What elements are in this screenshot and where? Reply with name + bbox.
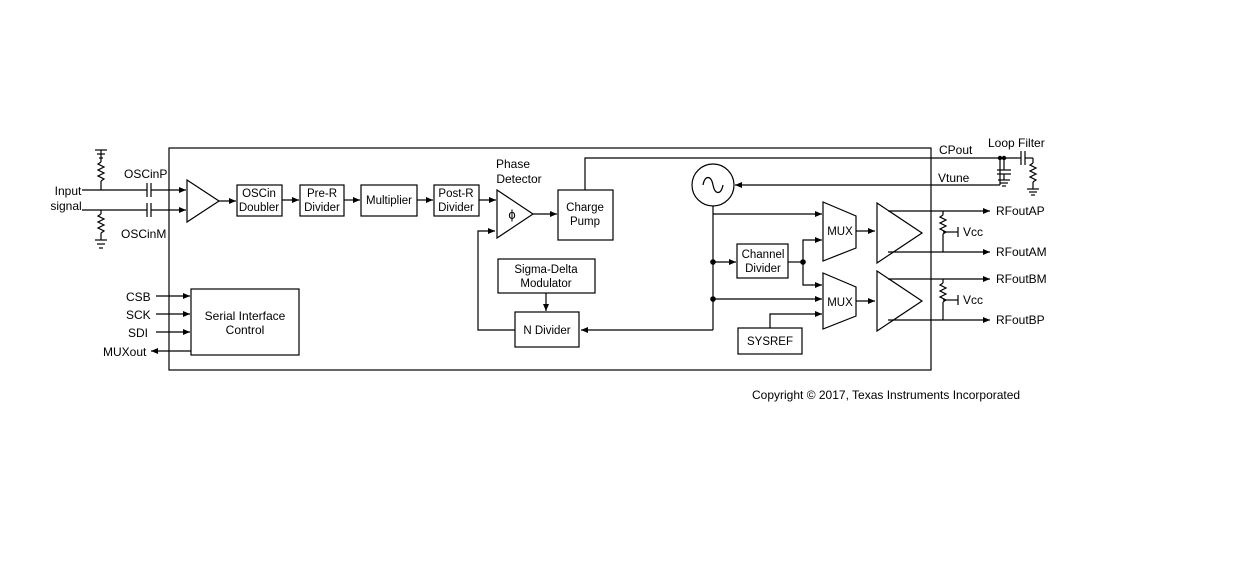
n-divider-label: N Divider (523, 325, 570, 337)
output-buffer-a (876, 201, 924, 265)
sdi-label: SDI (128, 326, 148, 340)
input-buffer-amplifier (186, 178, 221, 224)
loop-filter-label: Loop Filter (988, 136, 1045, 150)
rfoutap-label: RFoutAP (996, 204, 1045, 218)
cpout-label: CPout (939, 143, 973, 157)
n-divider-block (514, 311, 580, 348)
sigma-delta-label-2: Modulator (520, 278, 571, 290)
serial-interface-block (190, 288, 300, 356)
mux-bottom-label: MUX (827, 297, 853, 309)
serial-interface-label-1: Serial Interface (205, 309, 286, 323)
oscin-doubler-label-1: OSCin (242, 188, 276, 200)
oscinm-label: OSCinM (121, 227, 166, 241)
sigma-delta-label-1: Sigma-Delta (514, 264, 578, 276)
vcc-top-label: Vcc (963, 225, 983, 239)
serial-interface-label-2: Control (226, 323, 265, 337)
mux-top-shape (822, 201, 857, 262)
channel-divider-block (736, 243, 789, 279)
rfoutam-label: RFoutAM (996, 245, 1047, 259)
phase-detector-triangle (496, 188, 535, 240)
multiplier-label: Multiplier (366, 195, 412, 207)
post-r-label-1: Post-R (438, 188, 473, 200)
rfoutbp-label: RFoutBP (996, 313, 1045, 327)
post-r-label-2: Divider (438, 202, 474, 214)
channel-divider-label-1: Channel (742, 249, 785, 261)
input-termination-resistor-top (96, 161, 106, 182)
input-termination-resistor-bottom (96, 213, 106, 234)
phase-symbol: ϕ (508, 207, 515, 222)
vcc-bottom-label: Vcc (963, 293, 983, 307)
rfoutbm-label: RFoutBM (996, 272, 1047, 286)
pullup-resistor-b (938, 282, 948, 303)
channel-divider-label-2: Divider (745, 263, 781, 275)
charge-pump-block (557, 189, 614, 241)
input-signal-label-2: signal (50, 199, 81, 213)
input-signal-label-1: Input (55, 184, 82, 198)
mux-top-label: MUX (827, 226, 853, 238)
sysref-label: SYSREF (747, 336, 793, 348)
pre-r-label-1: Pre-R (307, 188, 337, 200)
loop-filter-resistor (1028, 162, 1038, 183)
phase-detector-label-2: Detector (496, 172, 541, 186)
pullup-resistor-a (938, 214, 948, 235)
phase-detector-label-1: Phase (496, 157, 530, 171)
csb-label: CSB (126, 290, 151, 304)
pre-r-label-2: Divider (304, 202, 340, 214)
muxout-label: MUXout (103, 345, 147, 359)
oscinp-label: OSCinP (124, 167, 167, 181)
vtune-label: Vtune (938, 171, 970, 185)
charge-pump-label-2: Pump (570, 216, 600, 228)
chip-boundary (168, 147, 932, 371)
charge-pump-label-1: Charge (566, 202, 604, 214)
vco-sine-icon (702, 176, 724, 194)
output-buffer-b (876, 269, 924, 333)
mux-bottom-shape (822, 272, 857, 330)
oscin-doubler-label-2: Doubler (239, 202, 279, 214)
sck-label: SCK (126, 308, 151, 322)
copyright-footer: Copyright © 2017, Texas Instruments Inco… (752, 388, 1020, 402)
